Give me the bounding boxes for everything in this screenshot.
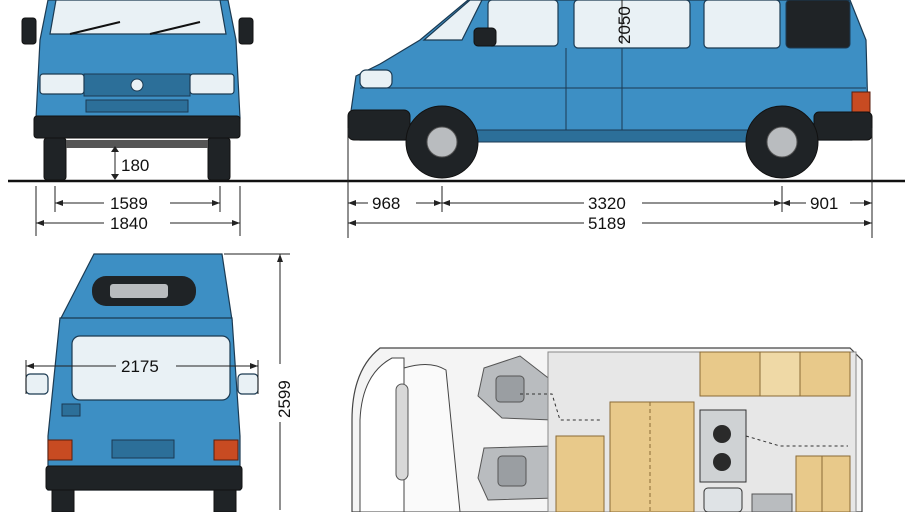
- ground-clearance-label: 180: [121, 156, 149, 175]
- overall-height-label: 2599: [275, 380, 294, 418]
- side-tail-light: [851, 91, 871, 113]
- front-bumper: [33, 115, 241, 139]
- front-left-headlight: [39, 73, 85, 95]
- rear-right-tail-light: [213, 439, 239, 461]
- front-windscreen: [49, 0, 227, 35]
- front-left-tyre: [43, 137, 67, 181]
- mirror-width-label: 2175: [121, 357, 159, 376]
- front-badge-icon: [130, 78, 144, 92]
- plan-burner-2-icon: [713, 453, 731, 471]
- overall-length-label: 5189: [588, 214, 626, 233]
- side-headlight: [359, 69, 393, 89]
- front-underbody: [66, 140, 208, 148]
- front-right-tyre: [207, 137, 231, 181]
- plan-table: [609, 401, 695, 512]
- rear-right-mirror: [237, 373, 259, 395]
- rear-overhang-label: 901: [810, 194, 838, 213]
- plan-stove: [699, 409, 747, 483]
- rear-door-handle: [61, 403, 81, 417]
- plan-cupboard: [795, 455, 851, 512]
- front-lower-grille: [85, 99, 189, 113]
- rear-right-tyre: [213, 489, 237, 512]
- overall-width-label: 1840: [110, 214, 148, 233]
- front-dimensions: 1589 1840: [35, 186, 241, 236]
- side-rear-bumper: [813, 111, 873, 141]
- interior-height-label: 2050: [615, 6, 634, 44]
- side-window-2: [573, 0, 691, 49]
- plan-sink: [703, 487, 743, 512]
- front-left-mirror: [21, 17, 37, 45]
- front-wipers: [69, 21, 201, 35]
- side-dimensions: 968 3320 901 5189: [347, 128, 873, 238]
- front-right-mirror: [238, 17, 254, 45]
- rear-plate: [111, 439, 175, 459]
- side-window-4: [785, 0, 851, 49]
- plan-burner-1-icon: [713, 425, 731, 443]
- front-view: 180: [21, 0, 254, 181]
- floor-plan: [351, 347, 863, 512]
- plan-dash-vent: [395, 383, 409, 481]
- rear-bumper: [45, 465, 243, 491]
- side-view: 2050: [347, 0, 873, 179]
- rear-left-tail-light: [47, 439, 73, 461]
- rear-view: 2175 2599: [25, 253, 294, 512]
- side-front-bumper: [347, 109, 411, 141]
- plan-bench-seat: [555, 435, 605, 512]
- side-windscreen: [422, 0, 483, 41]
- side-window-1: [487, 0, 559, 47]
- side-mirror: [473, 27, 497, 47]
- side-window-3: [703, 0, 781, 49]
- rear-left-mirror: [25, 373, 49, 395]
- wheelbase-label: 3320: [588, 194, 626, 213]
- front-track-label: 1589: [110, 194, 148, 213]
- front-overhang-label: 968: [372, 194, 400, 213]
- rear-window: [71, 335, 231, 401]
- front-right-headlight: [189, 73, 235, 95]
- rear-left-tyre: [51, 489, 75, 512]
